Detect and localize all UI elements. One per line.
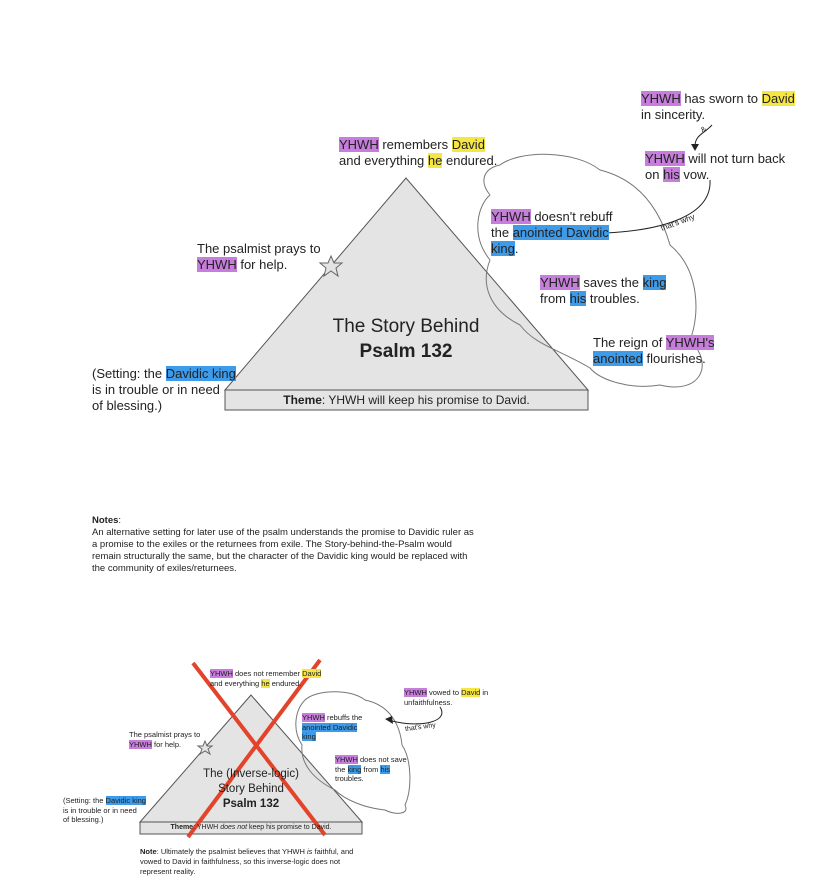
inverse-notsave-text: YHWH does not save the king from his tro… (335, 755, 407, 783)
notes-label: Notes (92, 515, 119, 526)
arrow-sworn-to-vow (694, 124, 713, 147)
cross-line (186, 658, 322, 839)
sworn-text: YHWH has sworn to David in sincerity. (641, 91, 795, 122)
inverse-vowed-text: YHWH vowed to David in unfaithfulness. (404, 688, 489, 707)
king-highlight: Davidic king (165, 366, 236, 381)
theme-base (224, 389, 589, 411)
arrow-head (691, 144, 699, 151)
arrow-head (385, 716, 393, 724)
thought-cloud (477, 153, 703, 388)
saves-text: YHWH saves the king from his troubles. (540, 275, 667, 306)
inverse-title: The (Inverse-logic) Story Behind Psalm 1… (203, 768, 299, 810)
notes-block: Notes: An alternative setting for later … (92, 515, 474, 574)
rebuff-text: YHWH doesn't rebuff the anointed Davidic… (491, 209, 613, 256)
remembers-text: YHWH remembers David and everything he e… (339, 137, 498, 168)
inverse-remember-text: YHWH does not remember David and everyth… (210, 669, 322, 688)
inverse-theme-caption: Theme: YHWH does not keep his promise to… (170, 824, 332, 831)
prays-text: The psalmist prays to YHWH for help. (197, 241, 321, 272)
cross-line (191, 661, 327, 837)
inverse-prays-text: The psalmist prays to YHWH for help. (129, 730, 201, 749)
theme-label: Theme (283, 393, 322, 407)
title-line-2: Psalm 132 (359, 341, 453, 362)
inverse-setting-text: (Setting: the Davidic king is in trouble… (63, 796, 146, 824)
inverse-rebuffs-text: YHWH rebuffs the anointed Davidic king (302, 713, 363, 741)
star-icon (196, 739, 214, 756)
vow-text: YHWH will not turn back on his vow. (645, 151, 786, 182)
yhwh-highlight: YHWH (197, 257, 237, 272)
reign-text: The reign of YHWH's anointed flourishes. (593, 335, 715, 366)
inverse-thought-cloud (295, 691, 411, 814)
arrow-vow-to-rebuff (605, 179, 711, 234)
arrow-vowed-to-rebuffs (391, 706, 443, 725)
triangle-title: The Story Behind Psalm 132 (300, 314, 512, 364)
theme-caption: Theme: YHWH will keep his promise to Dav… (225, 393, 588, 407)
inverse-note-block: Note: Ultimately the psalmist believes t… (140, 847, 354, 876)
title-line-1: The Story Behind (332, 316, 480, 337)
theme-text: : YHWH will keep his promise to David. (321, 393, 530, 407)
setting-text: (Setting: the Davidic king is in trouble… (92, 366, 236, 413)
star-icon (318, 254, 344, 278)
